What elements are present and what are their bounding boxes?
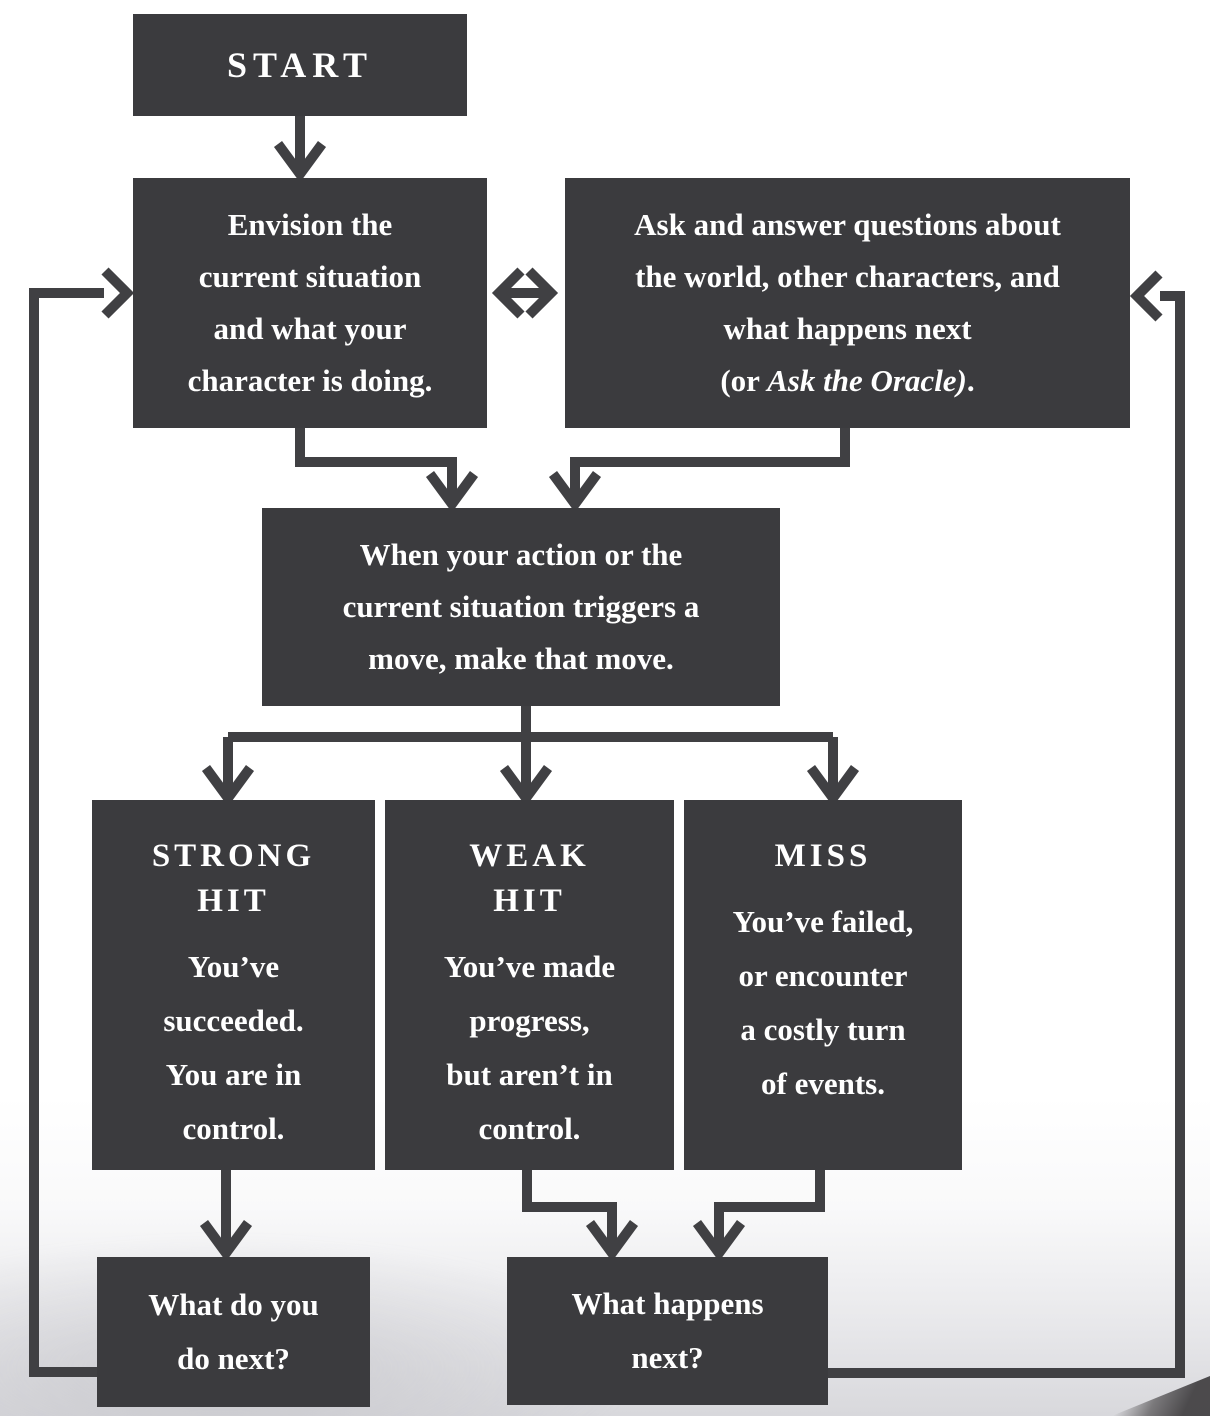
what-do-you-do-next-line: What do you: [148, 1287, 319, 1322]
weak-hit-title: WEAK HIT: [469, 834, 590, 924]
miss-line: or encounter: [738, 958, 908, 993]
miss-line: of events.: [761, 1066, 885, 1101]
envision-line: character is doing.: [187, 363, 433, 398]
ask-oracle-line: (or Ask the Oracle).: [720, 355, 974, 407]
arrow-envision-ask-right-head: [525, 267, 559, 319]
what-happens-next-line: What happens: [571, 1286, 764, 1321]
strong-hit-line: succeeded.: [163, 1003, 304, 1038]
strong-hit-node: STRONG HIT You’ve succeeded. You are in …: [92, 800, 375, 1170]
loop-right-head: [1129, 270, 1163, 322]
strong-hit-title-line: HIT: [197, 883, 270, 919]
what-happens-next-line: next?: [631, 1340, 704, 1375]
ask-oracle-italic: Ask the Oracle): [767, 363, 967, 398]
arrow-envision-ask-left-head: [491, 267, 525, 319]
miss-node: MISS You’ve failed, or encounter a costl…: [684, 800, 962, 1170]
envision-line: and what your: [213, 311, 407, 346]
what-do-you-do-next-node: What do you do next?: [97, 1257, 370, 1407]
what-do-you-do-next-line: do next?: [177, 1341, 290, 1376]
ask-oracle-post: .: [966, 363, 975, 398]
ask-line: Ask and answer questions about: [634, 207, 1061, 242]
arrow-move-to-miss-head: [806, 765, 860, 807]
arrow-start-to-envision-head: [273, 141, 327, 183]
weak-hit-line: control.: [478, 1111, 581, 1146]
weak-hit-line: but aren’t in: [446, 1057, 613, 1092]
move-line: When your action or the: [359, 537, 683, 572]
move-line: current situation triggers a: [342, 589, 700, 624]
envision-line: Envision the: [227, 207, 393, 242]
miss-line: a costly turn: [740, 1012, 906, 1047]
loop-right-shaft: [828, 291, 1185, 1378]
strong-hit-line: You are in: [165, 1057, 302, 1092]
arrow-ask-to-move-head: [548, 471, 602, 513]
weak-hit-line: progress,: [469, 1003, 590, 1038]
strong-hit-line: control.: [182, 1111, 285, 1146]
ask-line: what happens next: [723, 311, 972, 346]
what-happens-next-node: What happens next?: [507, 1257, 828, 1405]
start-node: START: [133, 14, 467, 116]
arrow-move-to-weak-head: [499, 765, 553, 807]
miss-line: You’ve failed,: [732, 904, 914, 939]
weak-hit-title-line: WEAK: [469, 838, 590, 874]
miss-title-line: MISS: [774, 838, 872, 874]
envision-line: current situation: [198, 259, 422, 294]
loop-left-shaft: [29, 288, 104, 1377]
strong-hit-line: You’ve: [187, 949, 280, 984]
ask-oracle-pre: (or: [720, 363, 768, 398]
arrow-weak-to-next-head: [585, 1220, 639, 1262]
strong-hit-title: STRONG HIT: [152, 834, 315, 924]
weak-hit-line: You’ve made: [443, 949, 616, 984]
arrow-miss-to-next-shaft: [714, 1170, 825, 1249]
weak-hit-node: WEAK HIT You’ve made progress, but aren’…: [385, 800, 674, 1170]
arrow-miss-to-next-head: [692, 1220, 746, 1262]
arrow-weak-to-next-shaft: [522, 1170, 617, 1249]
loop-left-head: [101, 267, 135, 319]
arrow-envision-to-move-shaft: [295, 428, 457, 500]
arrow-strong-to-next-head: [199, 1220, 253, 1262]
envision-node: Envision the current situation and what …: [133, 178, 487, 428]
ask-line: the world, other characters, and: [635, 259, 1060, 294]
arrow-ask-to-move-shaft: [570, 428, 850, 500]
move-line: move, make that move.: [368, 641, 674, 676]
arrow-move-to-strong-head: [201, 765, 255, 807]
strong-hit-title-line: STRONG: [151, 838, 316, 874]
arrow-envision-to-move-head: [425, 471, 479, 513]
weak-hit-title-line: HIT: [493, 883, 566, 919]
start-label: START: [226, 45, 374, 85]
ask-oracle-node: Ask and answer questions about the world…: [565, 178, 1130, 428]
make-move-node: When your action or the current situatio…: [262, 508, 780, 706]
miss-title: MISS: [775, 834, 872, 879]
